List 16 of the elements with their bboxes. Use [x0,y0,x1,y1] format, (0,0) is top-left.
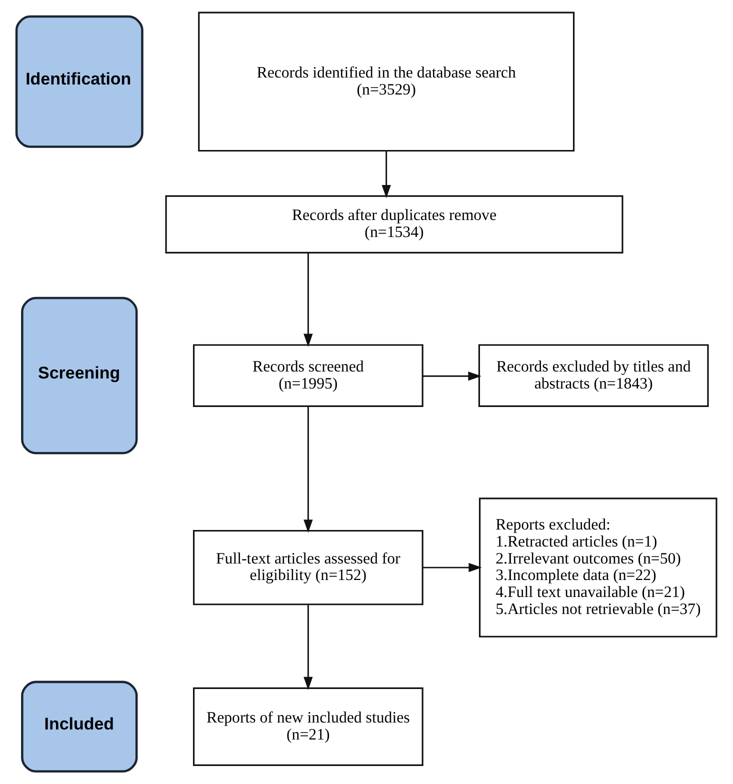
node-box: Records after duplicates remove (n=1534) [165,195,624,254]
node-box: Included [21,680,138,773]
node-box: Records excluded by titles and abstracts (n=1843) [478,344,709,407]
node-box: Screening [21,296,138,454]
node-box: Records screened (n=1995) [192,344,424,407]
arrow [304,604,313,690]
node-box: Reports excluded: 1.Retracted articles (n=1) 2.Irrelevant outcomes (n=50) 3.Incomplete data (n=22) 4.Full text unavailable (n=21) 5.Articles not retrievable (n=37) [478,498,718,638]
arrow [382,150,391,198]
node-box: Records identified in the database search (n=3529) [198,12,575,152]
arrow [422,562,482,572]
node-box: Reports of new included studies (n=21) [192,687,424,766]
node-box: Full-text articles assessed for eligibility (n=152) [192,530,424,606]
node-box: Identification [15,15,144,148]
arrow [304,406,313,533]
arrow [422,372,482,381]
arrow [304,252,313,347]
